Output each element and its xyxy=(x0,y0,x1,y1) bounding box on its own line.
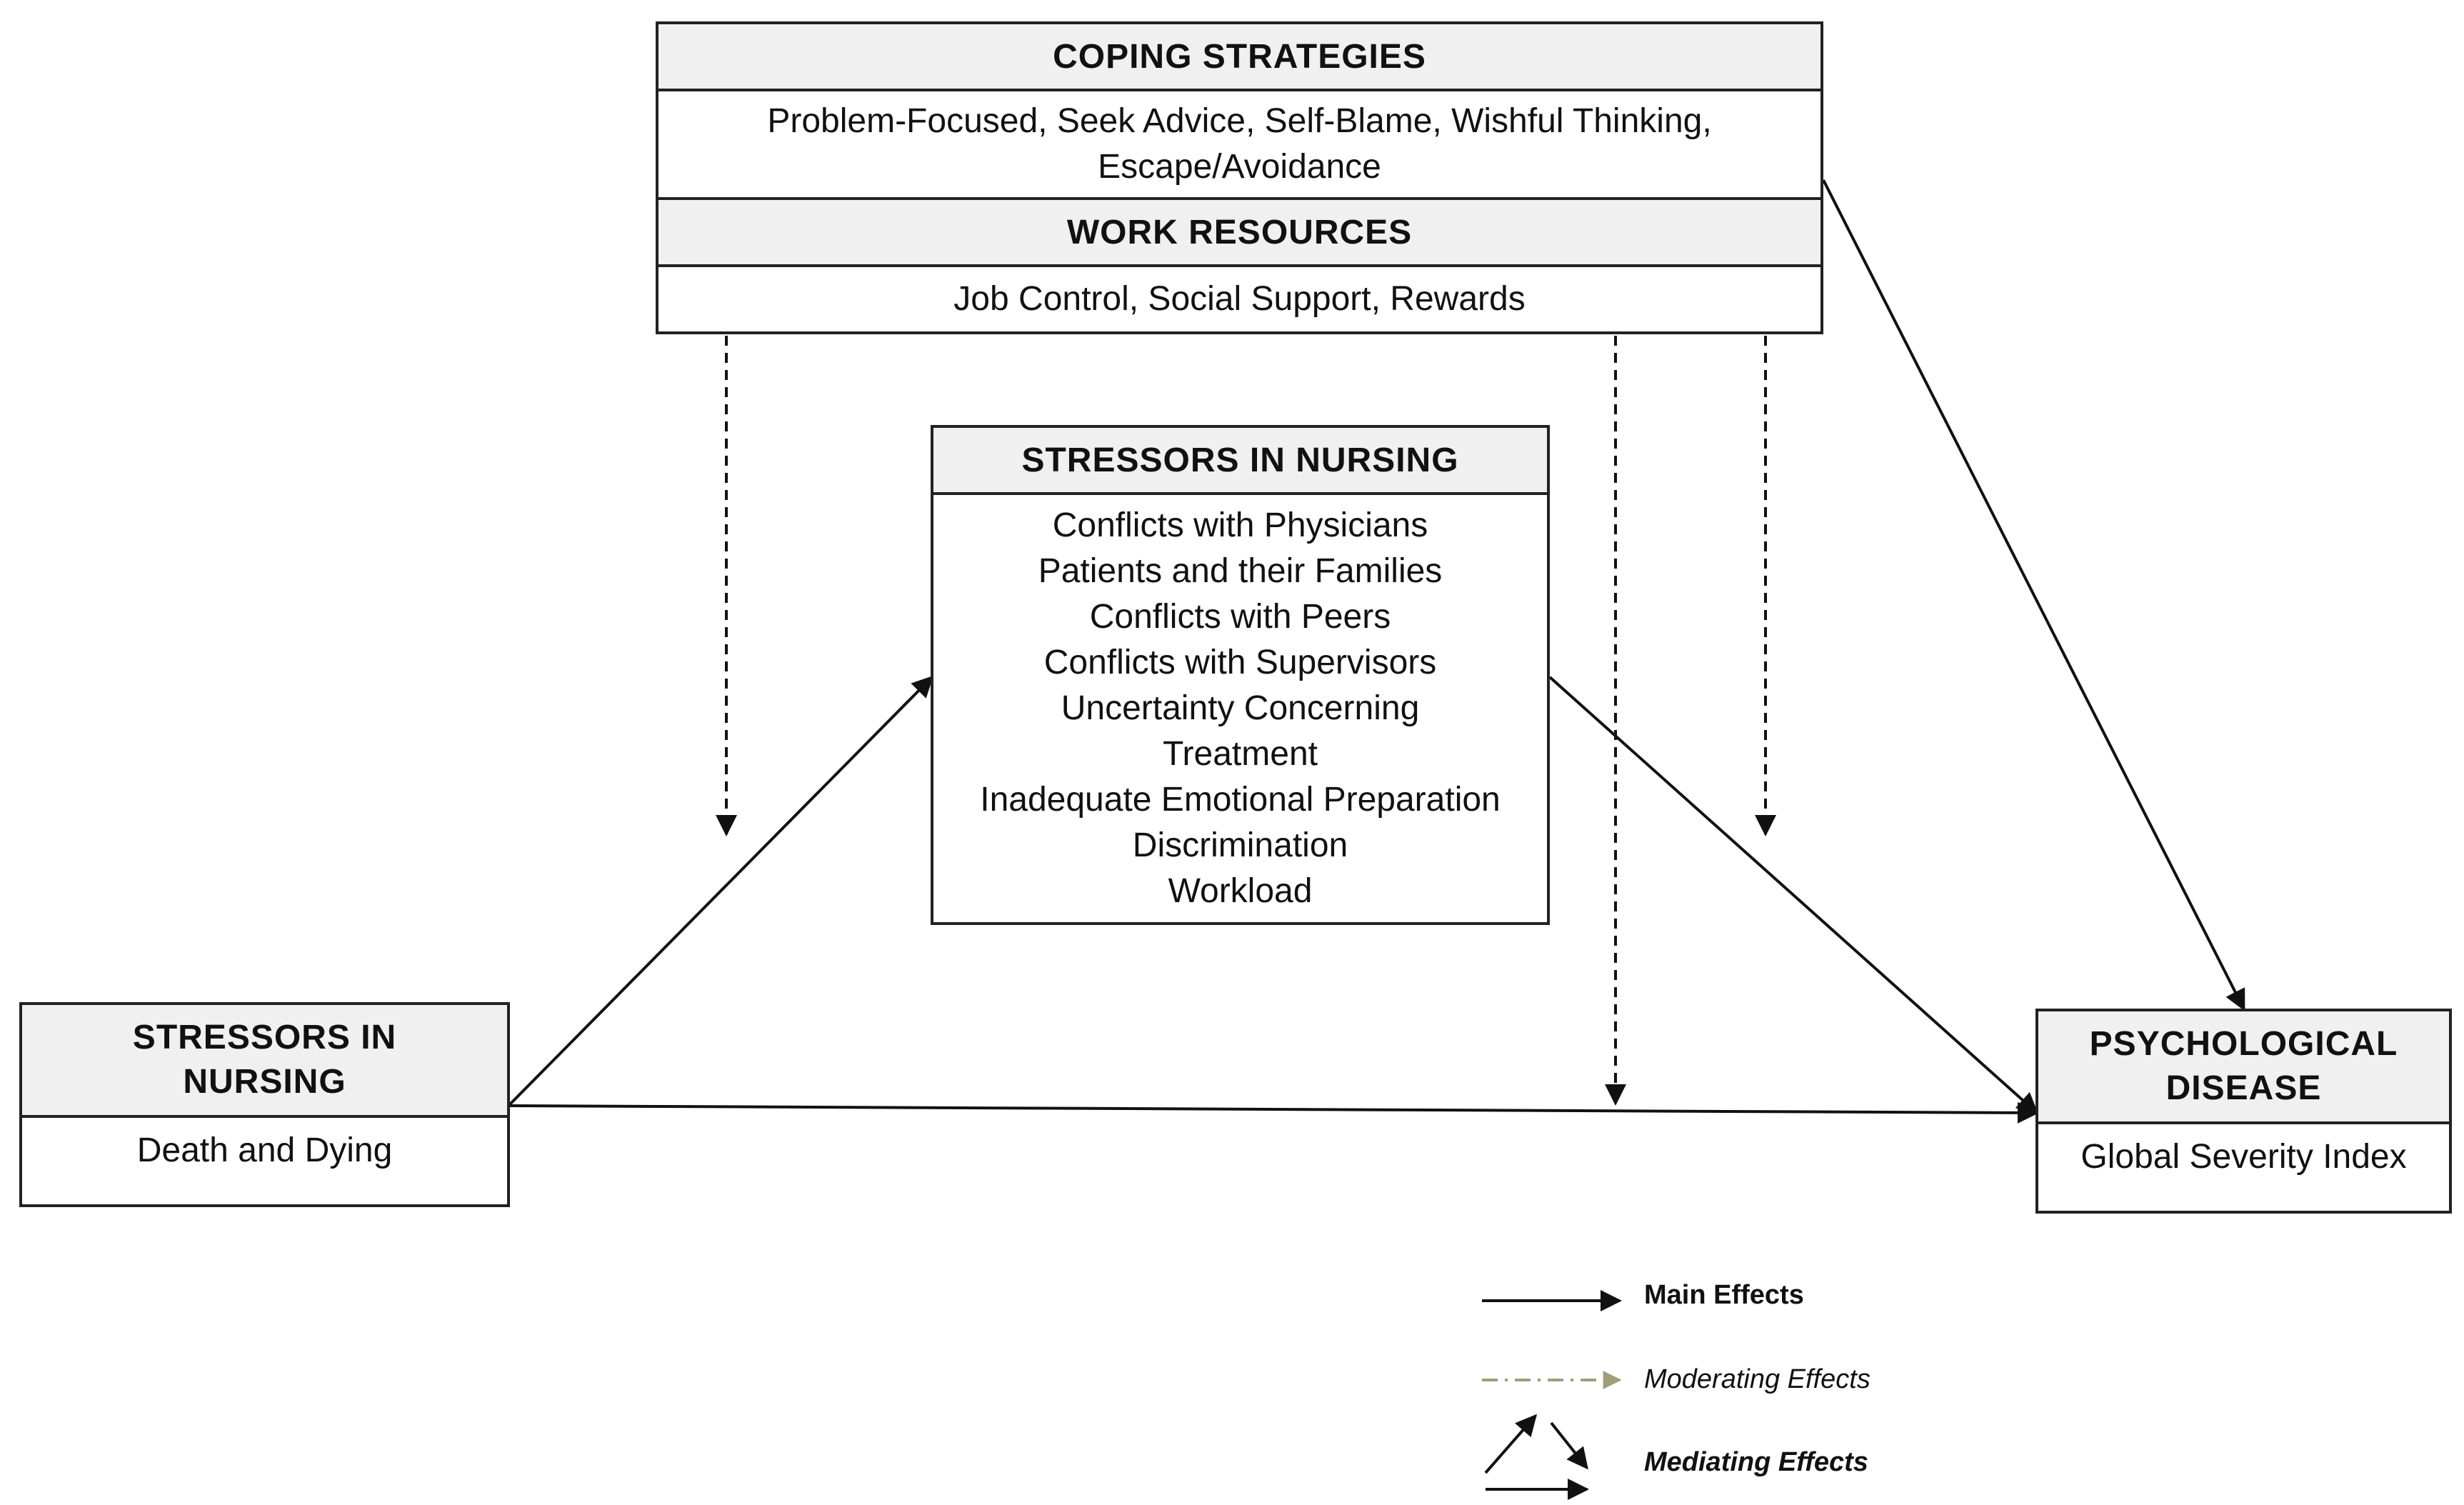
coping-line-1: Problem-Focused, Seek Advice, Self-Blame… xyxy=(767,102,1712,140)
outcome-body: Global Severity Index xyxy=(2038,1124,2449,1211)
work-body: Job Control, Social Support, Rewards xyxy=(658,267,1821,331)
work-header-text: WORK RESOURCES xyxy=(1066,213,1413,251)
coping-work-box: COPING STRATEGIES Problem-Focused, Seek … xyxy=(656,21,1823,334)
coping-to-outcome-arrow xyxy=(1822,179,2245,1011)
coping-header: COPING STRATEGIES xyxy=(658,24,1821,91)
mediating-arrow-in xyxy=(507,675,934,1107)
outcome-box: PSYCHOLOGICAL DISEASE Global Severity In… xyxy=(2035,1009,2452,1214)
stressors-left-box: STRESSORS IN NURSING Death and Dying xyxy=(19,1002,510,1207)
stressors-left-body-text: Death and Dying xyxy=(136,1131,393,1169)
stressors-left-body: Death and Dying xyxy=(22,1118,507,1204)
stressor-item: Treatment xyxy=(1163,735,1318,773)
legend-mediating-down xyxy=(1550,1421,1588,1470)
stressors-center-header-text: STRESSORS IN NURSING xyxy=(1021,441,1459,479)
work-header: WORK RESOURCES xyxy=(658,200,1821,267)
mediating-arrow-out xyxy=(1548,676,2039,1115)
stressor-item: Patients and their Families xyxy=(1038,552,1443,590)
stressor-item: Discrimination xyxy=(1132,826,1348,864)
stressors-left-header-line-1: STRESSORS IN xyxy=(132,1019,397,1056)
stressor-item: Uncertainty Concerning xyxy=(1061,689,1420,727)
outcome-header: PSYCHOLOGICAL DISEASE xyxy=(2038,1011,2449,1124)
stressors-left-header-line-2: NURSING xyxy=(183,1063,346,1101)
work-body-text: Job Control, Social Support, Rewards xyxy=(953,280,1526,318)
coping-body: Problem-Focused, Seek Advice, Self-Blame… xyxy=(658,91,1821,200)
coping-header-text: COPING STRATEGIES xyxy=(1053,37,1426,76)
legend-main-label: Main Effects xyxy=(1644,1280,1804,1310)
coping-line-2: Escape/Avoidance xyxy=(1098,148,1381,186)
stressors-center-box: STRESSORS IN NURSING Conflicts with Phys… xyxy=(931,425,1550,925)
stressor-item: Conflicts with Supervisors xyxy=(1043,644,1437,681)
stressor-item: Conflicts with Physicians xyxy=(1052,506,1428,544)
stressors-center-body: Conflicts with Physicians Patients and t… xyxy=(933,495,1547,922)
legend-mediating-label: Mediating Effects xyxy=(1644,1447,1868,1477)
stressor-item: Inadequate Emotional Preparation xyxy=(980,781,1501,819)
main-effect-arrow xyxy=(508,1101,2039,1124)
legend-mediating-up xyxy=(1484,1414,1537,1474)
outcome-header-line-1: PSYCHOLOGICAL xyxy=(2089,1025,2398,1063)
stressor-item: Conflicts with Peers xyxy=(1089,598,1391,636)
legend-moderating-label: Moderating Effects xyxy=(1644,1364,1870,1394)
outcome-body-text: Global Severity Index xyxy=(2080,1138,2407,1176)
stressors-left-header: STRESSORS IN NURSING xyxy=(22,1005,507,1118)
stressors-center-header: STRESSORS IN NURSING xyxy=(933,428,1547,495)
outcome-header-line-2: DISEASE xyxy=(2165,1069,2322,1107)
stressor-item: Workload xyxy=(1168,872,1313,910)
